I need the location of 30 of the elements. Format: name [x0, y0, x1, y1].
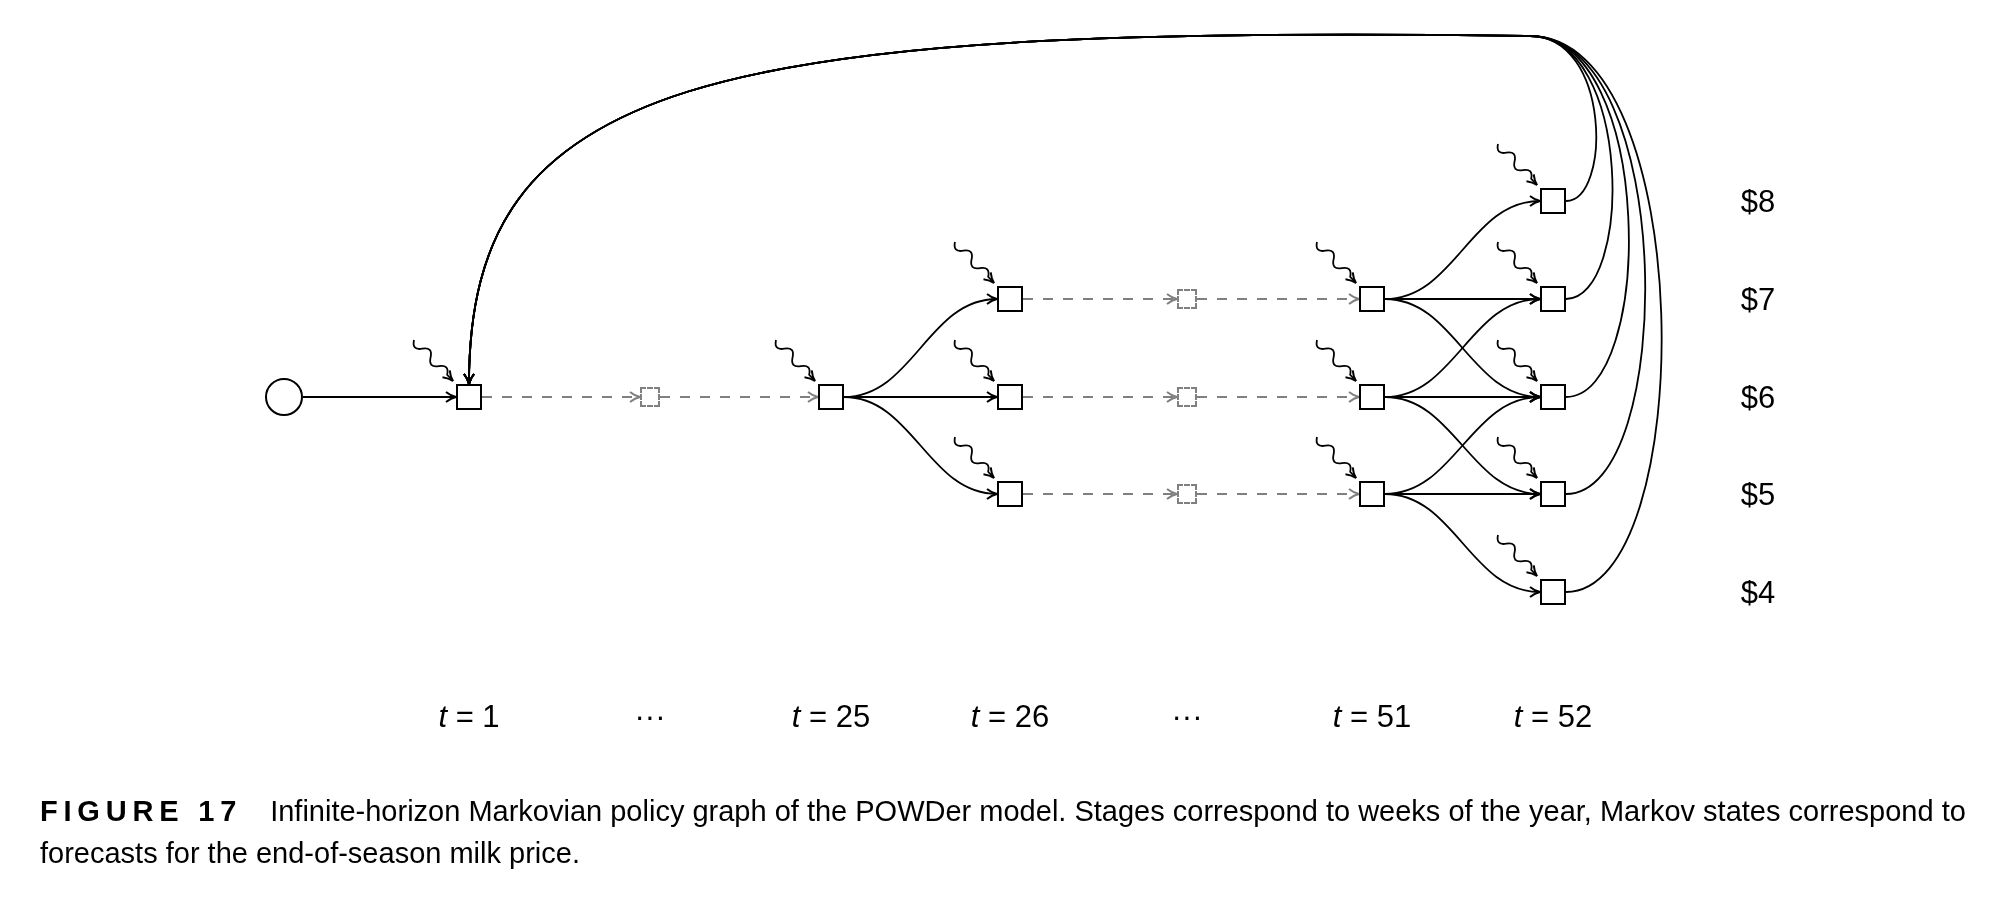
- stage-label: t = 25: [791, 700, 871, 732]
- placeholder-box: [1177, 484, 1197, 504]
- state-box: [1540, 188, 1566, 214]
- state-box: [1359, 384, 1385, 410]
- state-box: [1540, 481, 1566, 507]
- figure-caption: FIGURE 17 Infinite-horizon Markovian policy graph of the POWDer model. Stages correspond to weeks of the year, Markov states correspond to forecasts for the end-of-season milk price.: [40, 794, 1967, 871]
- price-label: $5: [1740, 478, 1776, 510]
- stage-label: t = 1: [438, 700, 500, 732]
- placeholder-box: [1177, 387, 1197, 407]
- state-box: [997, 384, 1023, 410]
- state-box: [1540, 286, 1566, 312]
- stage-label: t = 51: [1332, 700, 1412, 732]
- stage-label: ···: [1171, 700, 1203, 732]
- placeholder-box: [1177, 289, 1197, 309]
- price-label: $6: [1740, 381, 1776, 413]
- state-box: [1540, 579, 1566, 605]
- price-label: $8: [1740, 185, 1776, 217]
- state-box: [997, 481, 1023, 507]
- state-box: [818, 384, 844, 410]
- price-label: $4: [1740, 576, 1776, 608]
- state-box: [1359, 481, 1385, 507]
- state-box: [1540, 384, 1566, 410]
- stage-label: t = 26: [970, 700, 1050, 732]
- placeholder-box: [640, 387, 660, 407]
- stage-label: t = 52: [1513, 700, 1593, 732]
- stage-label: ···: [634, 700, 666, 732]
- price-label: $7: [1740, 283, 1776, 315]
- state-box: [1359, 286, 1385, 312]
- state-box: [997, 286, 1023, 312]
- state-box: [456, 384, 482, 410]
